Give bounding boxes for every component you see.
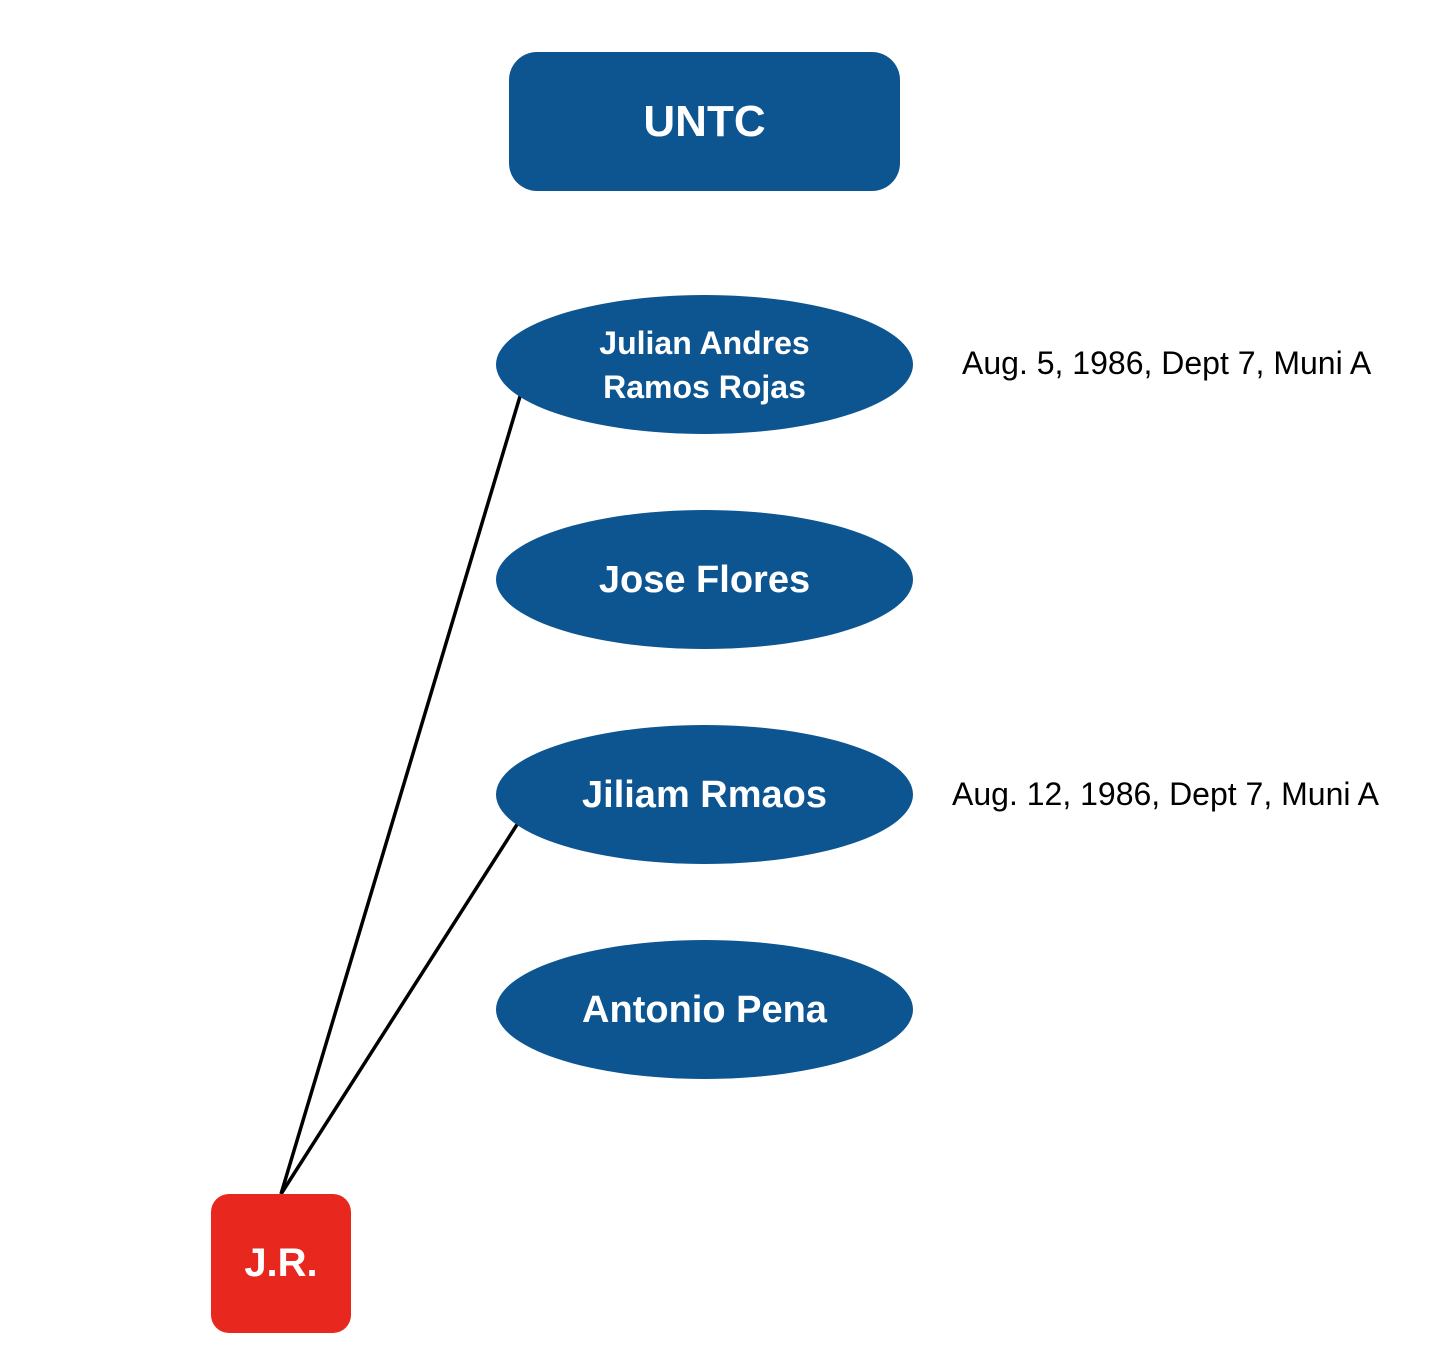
person-node-jiliam-rmaos: Jiliam Rmaos xyxy=(496,725,913,864)
subject-node-jr: J.R. xyxy=(211,1194,351,1333)
link-jr-to-jiliam-rmaos xyxy=(279,822,520,1195)
person-note-jiliam-rmaos: Aug. 12, 1986, Dept 7, Muni A xyxy=(952,776,1379,812)
subject-label: J.R. xyxy=(244,1241,318,1285)
person-name-label: Antonio Pena xyxy=(582,988,827,1031)
organization-node-untc: UNTC xyxy=(509,52,900,191)
person-name-label: Jose Flores xyxy=(598,558,811,601)
person-node-jose-flores: Jose Flores xyxy=(496,510,913,649)
person-node-julian-andres-ramos-rojas: Julian Andres Ramos Rojas xyxy=(496,295,913,434)
person-node-antonio-pena: Antonio Pena xyxy=(496,940,913,1079)
organization-label: UNTC xyxy=(643,96,766,146)
person-name-label: Jiliam Rmaos xyxy=(582,773,827,816)
link-jr-to-julian-andres-ramos-rojas xyxy=(279,392,523,1195)
person-note-julian-andres-ramos-rojas: Aug. 5, 1986, Dept 7, Muni A xyxy=(962,345,1372,381)
person-name-label: Julian Andres Ramos Rojas xyxy=(599,324,810,405)
